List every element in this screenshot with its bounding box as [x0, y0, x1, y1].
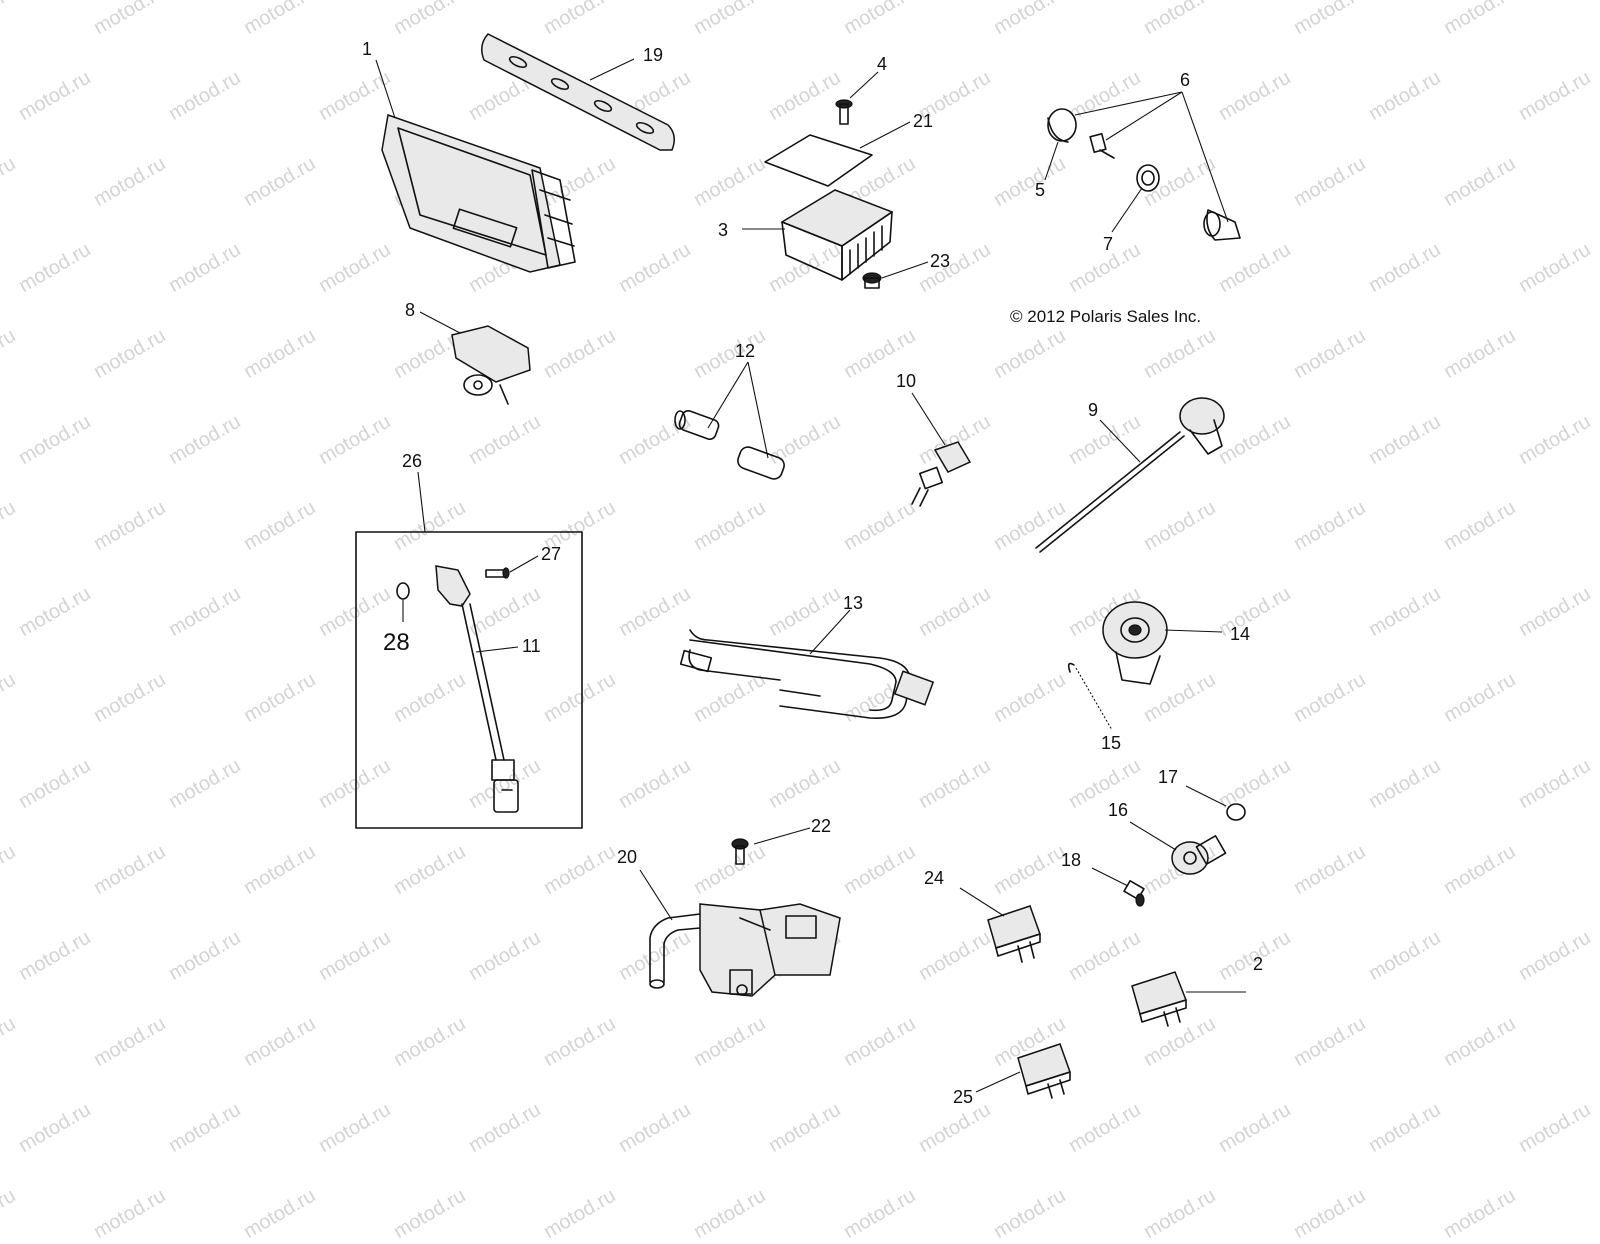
callout-16: 16: [1108, 800, 1128, 820]
part-11-o2-sensor: [435, 565, 519, 813]
part-14-knock-sensor: [1102, 601, 1168, 685]
leader-12b: [747, 361, 769, 459]
leader-21: [859, 121, 911, 149]
leader-10: [911, 392, 946, 446]
part-19-bracket: [481, 33, 675, 151]
part-5-cap: [1047, 108, 1077, 143]
leader-15: [1075, 667, 1113, 731]
leader-19: [589, 58, 635, 81]
part-28-o-ring: [396, 582, 410, 600]
callout-13: 13: [843, 593, 863, 613]
callout-19: 19: [643, 45, 663, 65]
leader-24: [959, 887, 1005, 917]
part-6-sensor: [1203, 209, 1241, 241]
part-27-bolt: [485, 567, 510, 579]
callout-24: 24: [924, 868, 944, 888]
leader-18: [1091, 867, 1129, 887]
callout-18: 18: [1061, 850, 1081, 870]
callout-10: 10: [896, 371, 916, 391]
part-10-temp-sensor: [911, 441, 972, 507]
callout-1: 1: [362, 39, 372, 59]
leader-17: [1185, 785, 1227, 807]
leader-26: [417, 471, 426, 533]
leader-5: [1044, 141, 1059, 181]
part-26-kit-box: [355, 531, 583, 829]
callout-22: 22: [811, 816, 831, 836]
leader-4: [849, 71, 879, 99]
part-23-grommet: [862, 272, 882, 289]
leader-13: [809, 609, 851, 655]
part-8-map-sensor: [451, 325, 531, 405]
part-12-connectors: [674, 409, 785, 480]
callout-28: 28: [383, 629, 410, 656]
leader-23: [881, 261, 929, 279]
callout-23: 23: [930, 251, 950, 271]
callout-8: 8: [405, 300, 415, 320]
leader-9: [1099, 419, 1141, 463]
callout-5: 5: [1035, 180, 1045, 200]
callout-11: 11: [522, 636, 541, 656]
part-24-switch: [987, 905, 1041, 963]
part-18-bolt: [1123, 880, 1145, 907]
leader-7: [1111, 187, 1143, 233]
exploded-view: 1 2 3 4 5 6 7 8 9 10 11 12 13 14 15 16 1…: [355, 33, 1263, 1107]
part-1-ecu: [381, 114, 576, 273]
leader-25: [975, 1071, 1021, 1093]
part-22-screw: [731, 838, 749, 865]
callout-17: 17: [1158, 767, 1178, 787]
callout-2: 2: [1253, 954, 1263, 974]
part-4-screw: [835, 99, 853, 125]
part-7-washer: [1136, 164, 1160, 192]
leader-6b: [1105, 91, 1183, 141]
callout-15: 15: [1101, 733, 1121, 753]
leader-16: [1129, 821, 1177, 851]
leader-6a: [1074, 91, 1183, 116]
callout-25: 25: [953, 1087, 973, 1107]
leader-22: [753, 827, 811, 845]
copyright-notice: © 2012 Polaris Sales Inc.: [1010, 307, 1202, 326]
part-15-clip: [1067, 662, 1075, 673]
callout-9: 9: [1088, 400, 1098, 420]
leader-27: [509, 555, 539, 573]
callout-27: 27: [541, 544, 561, 564]
leader-14: [1164, 629, 1223, 633]
part-6-tab: [1089, 132, 1115, 159]
leader-8: [419, 311, 461, 334]
callout-14: 14: [1230, 624, 1250, 644]
callout-3: 3: [718, 220, 728, 240]
part-20-valve-assembly: [649, 903, 841, 997]
callout-26: 26: [402, 451, 422, 471]
part-17-o-ring: [1226, 803, 1246, 821]
part-3-relay-box: [780, 189, 894, 281]
callout-20: 20: [617, 847, 637, 867]
callout-12: 12: [735, 341, 755, 361]
leader-1: [375, 59, 396, 119]
part-2-switch: [1131, 971, 1187, 1027]
callout-21: 21: [913, 111, 933, 131]
part-21-cover: [764, 134, 873, 187]
leader-11: [475, 646, 519, 653]
callout-6: 6: [1180, 70, 1190, 90]
leader-20: [639, 869, 673, 921]
part-16-speed-sensor: [1171, 835, 1227, 875]
callout-7: 7: [1103, 234, 1113, 254]
leader-6c: [1181, 91, 1229, 223]
part-25-switch: [1017, 1043, 1071, 1099]
leader-12a: [707, 361, 749, 429]
part-9-sensor: [1035, 397, 1225, 553]
callout-4: 4: [877, 54, 887, 74]
part-13-harness: [679, 629, 935, 719]
